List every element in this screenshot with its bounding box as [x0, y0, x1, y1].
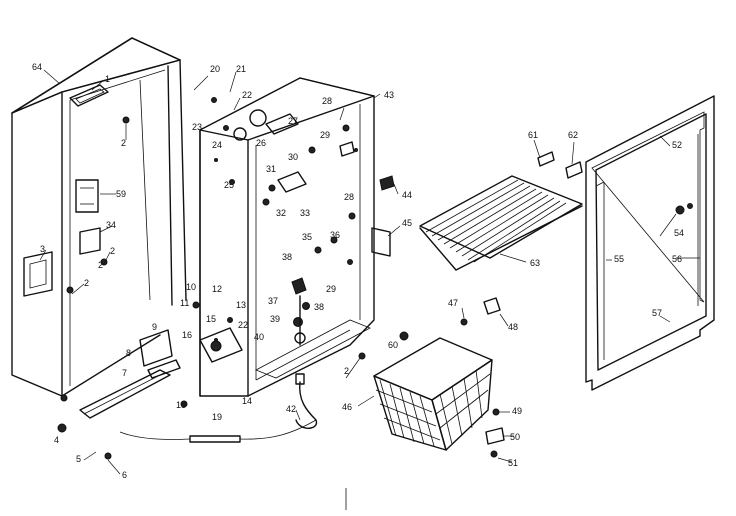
callout-33: 33: [300, 208, 310, 218]
callout-28: 28: [322, 96, 332, 106]
callout-23: 23: [192, 122, 202, 132]
callout-27: 27: [288, 116, 298, 126]
callout-55: 55: [614, 254, 624, 264]
callout-14: 14: [242, 396, 252, 406]
callout-54: 54: [674, 228, 684, 238]
callout-2: 2: [84, 278, 89, 288]
callout-49: 49: [512, 406, 522, 416]
callout-40: 40: [254, 332, 264, 342]
callout-46: 46: [342, 402, 352, 412]
callout-18: 18: [176, 400, 186, 410]
callout-13: 13: [236, 300, 246, 310]
callout-labels: 64 1 2 59 34 3 2 2 2 4 5 6 7 8 9 10 11 1…: [32, 62, 684, 480]
inner-liner: [104, 77, 395, 460]
callout-8: 8: [126, 348, 131, 358]
callout-16: 16: [182, 330, 192, 340]
callout-37: 37: [268, 296, 278, 306]
shelf-wires: [425, 179, 567, 263]
callout-63: 63: [530, 258, 540, 268]
callout-38: 38: [314, 302, 324, 312]
callout-47: 47: [448, 298, 458, 308]
callout-36: 36: [330, 230, 340, 240]
callout-39: 39: [270, 314, 280, 324]
callout-25: 25: [224, 180, 234, 190]
callout-3: 3: [40, 244, 45, 254]
callout-45: 45: [402, 218, 412, 228]
wire-basket: [373, 297, 505, 458]
callout-38: 38: [282, 252, 292, 262]
callout-2: 2: [110, 246, 115, 256]
callout-7: 7: [122, 368, 127, 378]
callout-19: 19: [212, 412, 222, 422]
callout-10: 10: [186, 282, 196, 292]
callout-4: 4: [54, 435, 59, 445]
callout-61: 61: [528, 130, 538, 140]
callout-6: 6: [122, 470, 127, 480]
callout-9: 9: [152, 322, 157, 332]
callout-2: 2: [98, 260, 103, 270]
callout-57: 57: [652, 308, 662, 318]
callout-21: 21: [236, 64, 246, 74]
callout-12: 12: [212, 284, 222, 294]
callout-29: 29: [320, 130, 330, 140]
callout-22: 22: [242, 90, 252, 100]
callout-52: 52: [672, 140, 682, 150]
callout-2: 2: [121, 138, 126, 148]
callout-30: 30: [288, 152, 298, 162]
callout-62: 62: [568, 130, 578, 140]
callout-15: 15: [206, 314, 216, 324]
callout-56: 56: [672, 254, 682, 264]
callout-34: 34: [106, 220, 116, 230]
callout-48: 48: [508, 322, 518, 332]
callout-29: 29: [326, 284, 336, 294]
callout-1: 1: [105, 74, 110, 84]
outer-cabinet: [11, 37, 187, 433]
callout-44: 44: [402, 190, 412, 200]
callout-2: 2: [344, 366, 349, 376]
callout-24: 24: [212, 140, 222, 150]
callout-51: 51: [508, 458, 518, 468]
wire-shelf: [419, 151, 583, 271]
callout-26: 26: [256, 138, 266, 148]
callout-43: 43: [384, 90, 394, 100]
callout-11: 11: [180, 298, 189, 308]
callout-28: 28: [344, 192, 354, 202]
callout-50: 50: [510, 432, 520, 442]
callout-59: 59: [116, 189, 126, 199]
callout-35: 35: [302, 232, 312, 242]
callout-20: 20: [210, 64, 220, 74]
callout-42: 42: [286, 404, 296, 414]
callout-32: 32: [276, 208, 286, 218]
callout-31: 31: [266, 164, 276, 174]
callout-64: 64: [32, 62, 42, 72]
callout-22: 22: [238, 320, 248, 330]
callout-60: 60: [388, 340, 398, 350]
door-frame: [585, 95, 715, 391]
leader-lines: [39, 69, 700, 475]
callout-5: 5: [76, 454, 81, 464]
